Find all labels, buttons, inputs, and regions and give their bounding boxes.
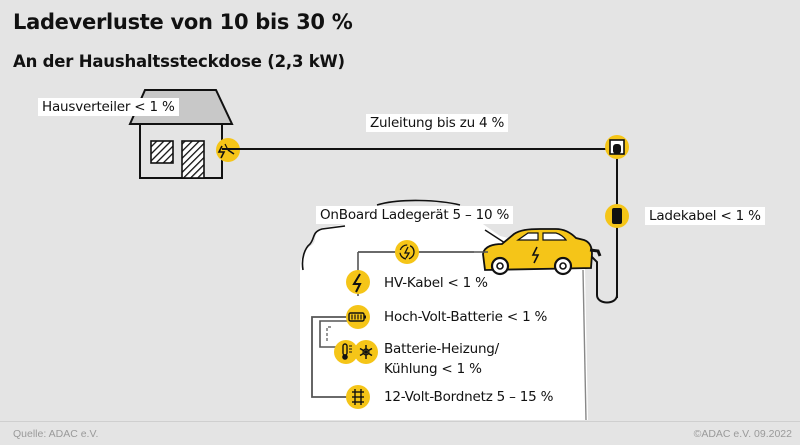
label-zuleitung: Zuleitung bis zu 4 % (366, 114, 509, 132)
footer-copyright: ©ADAC e.V. 09.2022 (693, 428, 792, 440)
house-icon (128, 89, 234, 179)
component-hv-batterie: Hoch-Volt-Batterie < 1 % (384, 309, 548, 325)
page-subtitle: An der Haushaltssteckdose (2,3 kW) (13, 52, 345, 71)
label-ladekabel: Ladekabel < 1 % (645, 207, 765, 225)
component-heizung-line2: Kühlung < 1 % (384, 361, 482, 377)
lightning-icon (346, 270, 370, 294)
circuit-icon (346, 385, 370, 409)
charging-cable-loop (589, 254, 618, 304)
onboard-charger-icon (395, 240, 419, 264)
label-hausverteiler: Hausverteiler < 1 % (38, 98, 179, 116)
socket-icon (605, 135, 629, 159)
bordnetz-wiring (311, 316, 356, 398)
page-title: Ladeverluste von 10 bis 30 % (13, 10, 353, 34)
car-roof-line (376, 199, 461, 206)
label-onboard-charger: OnBoard Ladegerät 5 – 10 % (316, 206, 514, 224)
house-window (150, 140, 174, 164)
snowflake-icon (354, 340, 378, 364)
heating-wiring-dashed (326, 326, 331, 342)
cable-connector-icon (605, 204, 629, 228)
heating-wiring (319, 320, 356, 348)
car-body-outline-stroke (301, 225, 346, 271)
car-windshield-line (484, 229, 506, 244)
house-door (181, 140, 205, 179)
component-bordnetz: 12-Volt-Bordnetz 5 – 15 % (384, 389, 554, 405)
component-heizung: Batterie-Heizung/ (384, 341, 500, 357)
car-icon (482, 228, 602, 276)
battery-icon (346, 305, 370, 329)
thermometer-icon (334, 340, 358, 364)
footer: Quelle: ADAC e.V. ©ADAC e.V. 09.2022 (0, 421, 800, 445)
component-hv-kabel: HV-Kabel < 1 % (384, 275, 488, 291)
footer-source: Quelle: ADAC e.V. (13, 428, 99, 440)
car-right-edge (582, 269, 587, 421)
